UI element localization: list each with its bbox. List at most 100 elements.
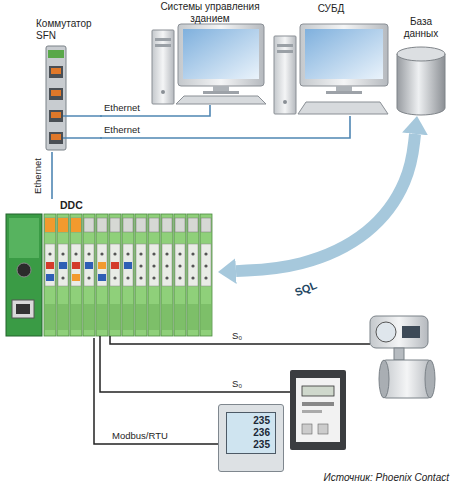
flowmeter-illustration <box>394 348 404 360</box>
meter-display: 235236235 <box>226 412 276 454</box>
switch-illustration <box>49 110 63 122</box>
database-cylinder-shape <box>397 47 445 115</box>
source-caption: Источник: Phoenix Contact <box>324 472 449 484</box>
connector-label: Ethernet <box>32 158 43 194</box>
controller-illustration <box>46 262 54 269</box>
connector-label: Ethernet <box>104 102 140 113</box>
switch-illustration <box>51 68 61 74</box>
controller-illustration <box>9 218 39 258</box>
flowmeter-illustration <box>425 360 435 398</box>
cable-stub <box>63 116 102 138</box>
computer-illustration <box>274 24 388 114</box>
meter-reading: 236 <box>253 427 270 439</box>
connector-label: SQL <box>293 279 319 300</box>
controller-illustration <box>71 218 81 232</box>
computer-illustration <box>305 29 383 79</box>
controller-illustration <box>96 214 108 336</box>
switch-illustration <box>51 134 61 140</box>
cable-stub <box>63 115 102 117</box>
switch-node: Коммутатор SFN <box>34 18 100 152</box>
switch-illustration <box>49 88 63 100</box>
connector-label: Modbus/RTU <box>112 430 168 441</box>
computer-illustration <box>155 38 171 41</box>
database-node: База данных <box>393 16 449 116</box>
signal-name: S₀ <box>232 330 242 341</box>
flowmeter-illustration <box>376 322 396 342</box>
computer-node: СУБД <box>272 3 390 116</box>
controller-illustration <box>109 214 121 336</box>
database-cylinder-shape <box>397 47 445 61</box>
computer-illustration <box>161 90 165 94</box>
node-heading: DDC <box>60 199 83 211</box>
controller-illustration <box>58 218 68 232</box>
flowmeter-illustration <box>402 326 420 338</box>
controller-illustration <box>124 262 132 269</box>
computer-illustration <box>283 100 287 104</box>
computer-illustration <box>336 86 352 91</box>
flowmeter-illustration <box>379 360 389 398</box>
controller-illustration <box>200 214 212 336</box>
switch-illustration <box>51 112 61 118</box>
controller-illustration <box>98 262 106 269</box>
controller-illustration <box>45 218 55 232</box>
controller-illustration <box>6 214 212 336</box>
energy-meter-illustration <box>290 370 346 450</box>
controller-illustration <box>174 214 186 336</box>
meter-reading: 235 <box>253 439 270 451</box>
controller-illustration <box>12 300 34 318</box>
computer-illustration <box>178 24 264 86</box>
computer-illustration <box>300 24 388 86</box>
computer-illustration <box>277 50 293 53</box>
energy-meter-illustration <box>290 370 346 450</box>
cable-line <box>100 116 350 138</box>
controller-illustration <box>111 262 119 269</box>
computer-illustration <box>277 44 293 47</box>
controller-illustration <box>72 262 80 269</box>
node-heading: Системы управления зданием <box>152 1 268 24</box>
computer-illustration <box>152 24 266 104</box>
computer-illustration <box>176 96 266 104</box>
flowmeter-illustration <box>370 316 435 398</box>
controller-illustration <box>85 262 93 269</box>
controller-illustration <box>148 214 160 336</box>
meter-reading: 235 <box>253 415 270 427</box>
computer-illustration <box>326 91 362 94</box>
energy-meter-illustration <box>302 424 312 434</box>
controller-illustration <box>72 274 80 281</box>
controller-illustration <box>59 262 67 269</box>
switch-illustration <box>46 46 66 150</box>
data-flow-arrow <box>236 134 415 271</box>
energy-meter-illustration <box>302 402 334 406</box>
computer-illustration <box>183 29 259 79</box>
computer-illustration <box>274 36 296 114</box>
computer-illustration <box>152 30 174 104</box>
computer-node: Системы управления зданием <box>150 1 270 105</box>
controller-illustration <box>44 214 56 336</box>
node-heading: Коммутатор SFN <box>36 18 96 41</box>
node-heading: База данных <box>395 16 447 39</box>
controller-illustration <box>16 304 30 314</box>
controller-illustration <box>17 263 31 277</box>
controller-illustration <box>187 214 199 336</box>
switch-illustration <box>51 90 61 96</box>
controller-illustration <box>57 214 69 336</box>
switch-illustration <box>49 132 63 144</box>
cable-line <box>51 152 53 199</box>
energy-meter-illustration <box>302 410 322 413</box>
cable-stub <box>63 137 102 139</box>
energy-meter-illustration <box>302 386 334 396</box>
switch-illustration <box>49 66 63 78</box>
computer-illustration <box>203 91 239 94</box>
controller-illustration <box>83 214 95 336</box>
signal-name: S₀ <box>232 378 242 389</box>
power-meter: 235236235 <box>218 404 284 472</box>
controller-illustration <box>135 214 147 336</box>
controller-illustration <box>46 274 54 281</box>
computer-illustration <box>213 86 229 91</box>
controller-illustration <box>6 214 42 336</box>
switch-illustration <box>46 46 66 150</box>
controller-illustration <box>161 214 173 336</box>
energy-meter-illustration <box>296 378 340 442</box>
controller-node: DDC <box>4 199 218 338</box>
